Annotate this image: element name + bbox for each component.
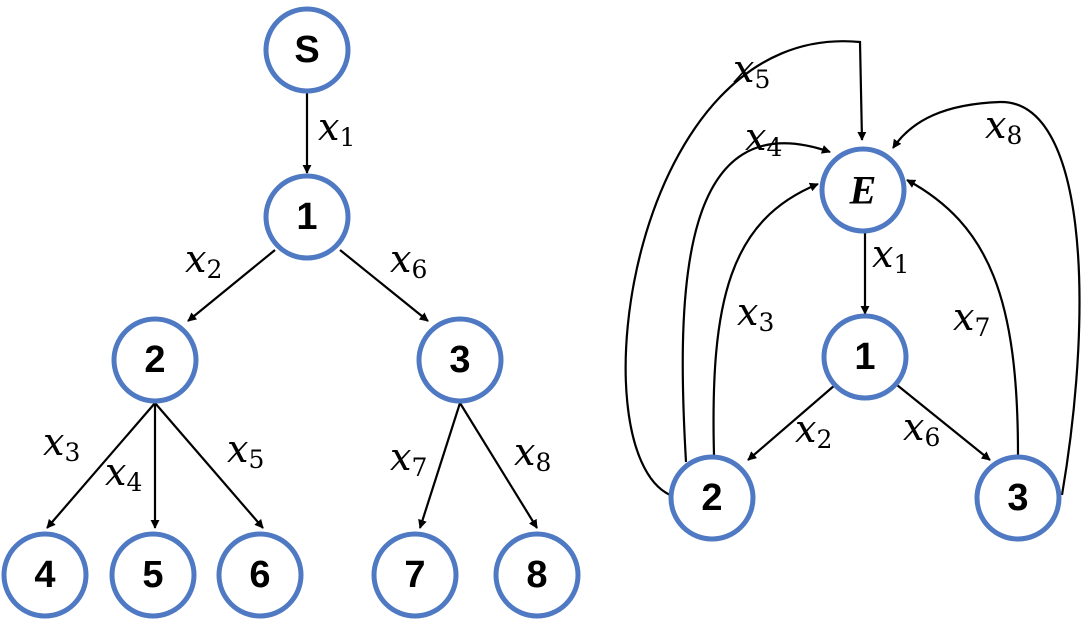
edge-1-2 [187,249,276,322]
right-graph: x5 x4 x8 x1 x3 x7 x2 x6 E 1 2 3 [624,40,1081,542]
edge-1-3-right [896,384,991,461]
node-2: 2 [111,316,199,404]
svg-text:S: S [294,29,319,71]
edge-label-x5-right: x5 [733,47,770,94]
edge-2-e-x3 [712,182,819,456]
edge-label-x6-right: x6 [903,405,940,452]
edge-label-x4: x4 [105,450,142,497]
edge-3-e-x7 [906,179,1020,456]
svg-text:8: 8 [526,554,547,596]
svg-text:2: 2 [701,477,722,519]
node-e: E [819,146,907,234]
edge-label-x1-right: x1 [872,232,909,279]
edge-label-x7-right: x7 [953,295,990,342]
node-6: 6 [216,531,304,619]
edge-label-x6: x6 [390,237,427,284]
edge-2-e-x4 [681,142,831,463]
edge-label-x4-right: x4 [745,115,782,162]
edge-3-e-x8 [892,100,1081,496]
svg-text:1: 1 [296,196,317,238]
node-8: 8 [493,531,581,619]
node-7: 7 [371,531,459,619]
edge-label-x2: x2 [185,237,222,284]
edge-2-4 [46,402,156,529]
edge-label-x1: x1 [318,105,355,152]
svg-text:2: 2 [144,339,165,381]
node-2-right: 2 [668,454,756,542]
edge-label-x5: x5 [227,427,264,474]
left-tree: x1 x2 x6 x3 x4 x5 x7 x8 S 1 2 3 4 [1,6,581,619]
node-1: 1 [263,173,351,261]
edge-label-x3: x3 [43,420,80,467]
svg-text:4: 4 [34,554,55,596]
node-1-right: 1 [821,313,909,401]
edge-2-6 [154,402,264,529]
node-3: 3 [416,316,504,404]
node-5: 5 [109,531,197,619]
svg-text:7: 7 [404,554,425,596]
svg-text:6: 6 [249,554,270,596]
edge-label-x7: x7 [390,435,427,482]
edge-1-3 [339,249,429,322]
edge-label-x8: x8 [514,430,551,477]
edge-1-2-right [747,384,836,461]
edge-2-e-x5 [624,40,867,496]
edge-label-x2-right: x2 [795,407,832,454]
svg-text:5: 5 [142,554,163,596]
node-4: 4 [1,531,89,619]
edge-label-x8-right: x8 [985,103,1022,150]
edge-3-8 [459,402,538,529]
node-3-right: 3 [974,454,1062,542]
svg-text:1: 1 [854,336,875,378]
node-s: S [263,6,351,94]
edge-label-x3-right: x3 [737,290,774,337]
svg-text:3: 3 [449,339,470,381]
svg-text:E: E [849,168,877,213]
edge-3-7 [418,402,462,529]
svg-text:3: 3 [1007,477,1028,519]
